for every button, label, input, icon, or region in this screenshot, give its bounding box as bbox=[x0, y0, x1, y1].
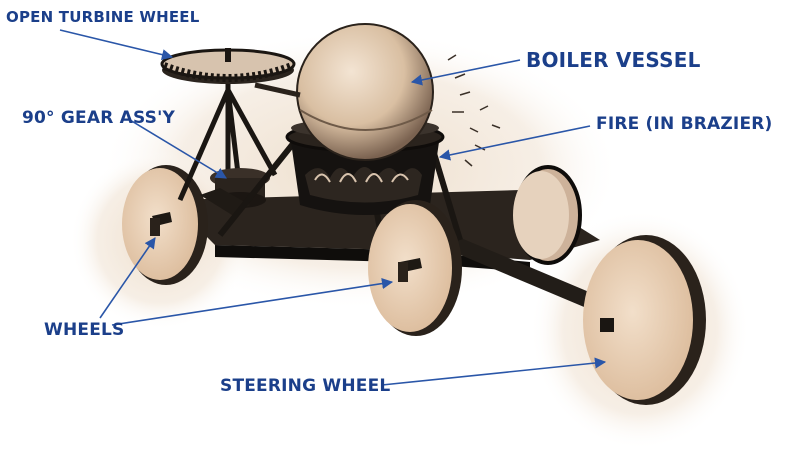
label-boiler-vessel: BOILER VESSEL bbox=[526, 48, 701, 72]
arrow-wheels-center bbox=[111, 277, 394, 326]
label-arrows bbox=[59, 29, 607, 386]
steering-wheel-drawing bbox=[583, 235, 706, 405]
label-open-turbine-wheel: OPEN TURBINE WHEEL bbox=[6, 8, 200, 26]
rear-wheel bbox=[513, 165, 582, 265]
arrow-gear bbox=[129, 119, 227, 179]
label-steering-wheel: STEERING WHEEL bbox=[220, 376, 391, 396]
arrow-wheels-left bbox=[99, 237, 156, 319]
front-center-wheel bbox=[368, 200, 462, 336]
front-left-wheel bbox=[122, 165, 208, 285]
arrow-turbine bbox=[59, 29, 174, 61]
boiler-sphere bbox=[254, 23, 434, 161]
label-wheels: WHEELS bbox=[44, 320, 125, 340]
arrow-boiler bbox=[410, 59, 521, 86]
label-gear-assembly: 90° GEAR ASS'Y bbox=[22, 108, 176, 128]
turbine-wheel bbox=[160, 48, 296, 84]
arrow-steering bbox=[381, 357, 607, 386]
arrow-fire bbox=[438, 125, 591, 161]
steam-marks bbox=[447, 54, 501, 167]
label-fire-in-brazier: FIRE (IN BRAZIER) bbox=[596, 114, 773, 134]
